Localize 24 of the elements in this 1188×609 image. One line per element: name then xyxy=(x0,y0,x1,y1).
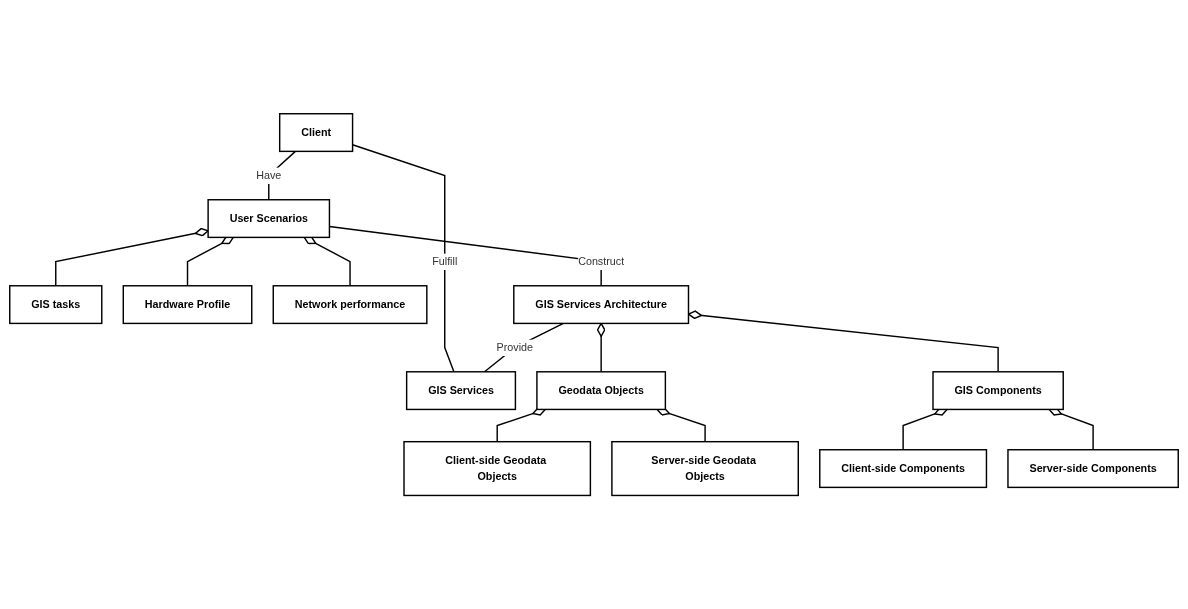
node-box: GIS Components xyxy=(932,371,1064,411)
connector xyxy=(596,322,606,373)
node-box: Client xyxy=(278,112,354,152)
connector xyxy=(186,236,234,287)
edge-label: Construct xyxy=(578,254,625,268)
edge-label: Have xyxy=(256,168,282,182)
node-box: GIS tasks xyxy=(9,284,103,325)
node-box: User Scenarios xyxy=(207,198,331,238)
node-box: Client-side Geodata Objects xyxy=(403,440,592,497)
node-box: Server-side Components xyxy=(1007,448,1179,488)
connector xyxy=(303,236,351,287)
node-box: Geodata Objects xyxy=(536,371,667,411)
node-box: Hardware Profile xyxy=(122,284,253,325)
connector xyxy=(55,227,209,287)
node-box: Client-side Components xyxy=(819,448,988,488)
node-box: GIS Services Architecture xyxy=(513,284,690,325)
connector xyxy=(656,407,706,443)
node-box: Server-side Geodata Objects xyxy=(611,440,799,497)
connector xyxy=(483,322,565,373)
connector xyxy=(496,407,546,443)
node-box: Network performance xyxy=(272,284,428,325)
edge-label: Provide xyxy=(496,340,534,354)
edge-label: Fulfill xyxy=(432,254,458,268)
node-box: GIS Services xyxy=(405,371,517,411)
